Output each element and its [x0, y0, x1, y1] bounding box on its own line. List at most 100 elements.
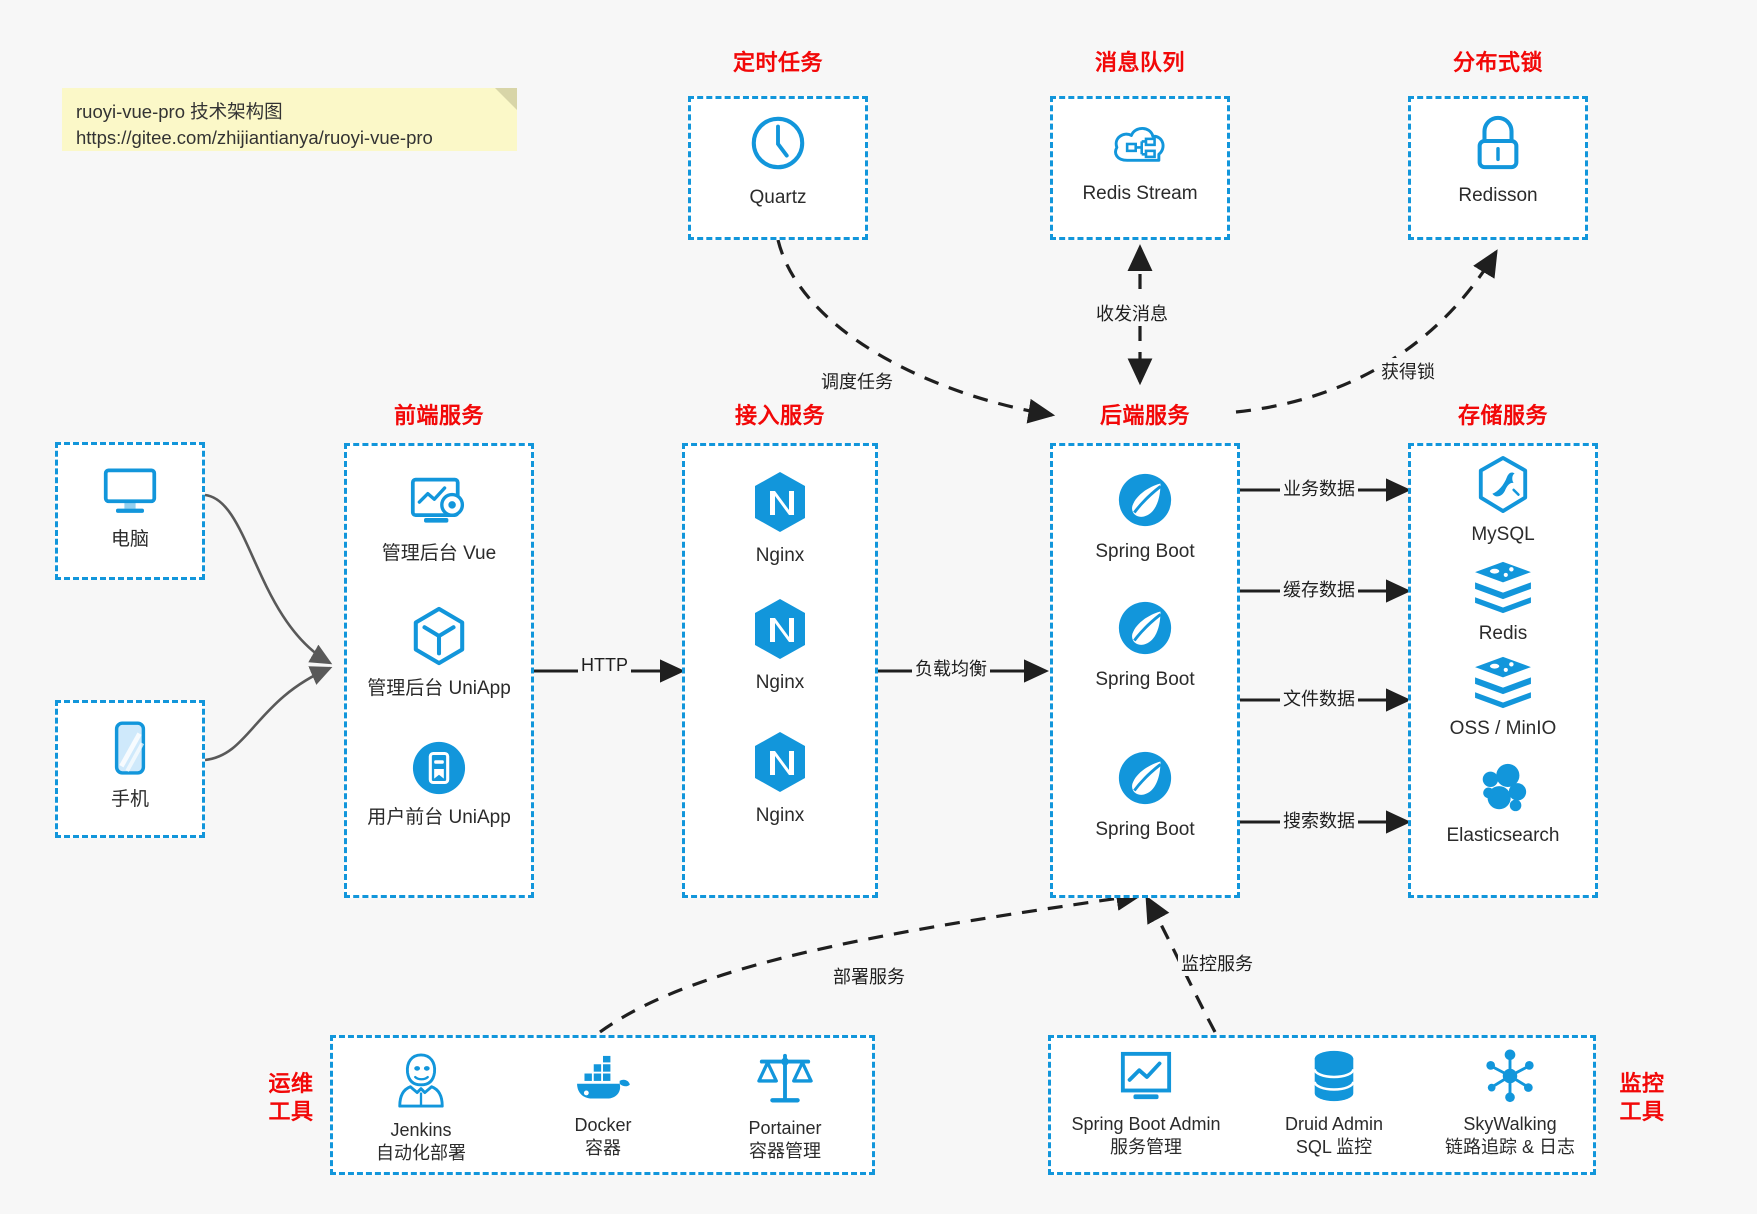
redis-stack-icon — [1475, 656, 1531, 709]
edge-label-schedule-task: 调度任务 — [818, 368, 896, 394]
edge-label-http: HTTP — [578, 655, 631, 676]
node-name: Druid Admin — [1284, 1114, 1384, 1134]
edge-label-search-data: 搜索数据 — [1280, 807, 1358, 833]
node-desc: 容器 — [585, 1138, 621, 1159]
node-label: OSS / MinIO — [1449, 718, 1557, 739]
node-label: 管理后台 UniApp — [367, 678, 511, 699]
node-spring-boot-admin[interactable]: Spring Boot Admin 服务管理 — [1048, 1050, 1244, 1160]
node-label: 管理后台 Vue — [381, 543, 497, 564]
cloud-network-icon — [1114, 127, 1165, 162]
edge-label-deploy-service: 部署服务 — [830, 963, 908, 989]
node-desktop[interactable]: 电脑 — [55, 462, 205, 553]
group-title-distributed-lock: 分布式锁 — [1452, 50, 1543, 75]
redis-stack-icon — [1475, 561, 1531, 614]
group-title-monitoring-line2: 工具 — [1619, 1098, 1665, 1124]
node-label: Spring Boot — [1095, 541, 1195, 562]
node-user-uniapp[interactable]: 用户前台 UniApp — [344, 740, 534, 831]
group-box-message-queue — [1050, 96, 1230, 240]
nginx-icon — [755, 472, 805, 532]
group-title-message-queue: 消息队列 — [1094, 50, 1185, 75]
node-label: Spring Boot — [1095, 819, 1195, 840]
node-label: Spring Boot — [1095, 669, 1195, 690]
node-redisson[interactable]: Redisson — [1408, 112, 1588, 209]
node-desc: 容器管理 — [749, 1141, 821, 1162]
note-line-title: ruoyi-vue-pro 技术架构图 — [76, 101, 283, 122]
node-name: SkyWalking — [1463, 1114, 1557, 1134]
database-stack-icon — [1313, 1050, 1355, 1102]
node-druid-admin[interactable]: Druid Admin SQL 监控 — [1244, 1048, 1424, 1160]
node-jenkins[interactable]: Jenkins 自动化部署 — [330, 1050, 512, 1166]
group-title-monitoring-line1: 监控 — [1619, 1071, 1665, 1096]
node-desc: 链路追踪 & 日志 — [1444, 1137, 1575, 1158]
node-label: Nginx — [755, 545, 805, 566]
monitor-chart-icon — [1120, 1051, 1172, 1100]
node-admin-uniapp[interactable]: 管理后台 UniApp — [344, 605, 534, 702]
node-docker[interactable]: Docker 容器 — [512, 1055, 694, 1161]
node-name: Portainer — [748, 1118, 822, 1138]
node-elasticsearch[interactable]: Elasticsearch — [1408, 760, 1598, 849]
node-label: Elasticsearch — [1446, 825, 1560, 846]
node-redis-stream[interactable]: Redis Stream — [1050, 118, 1230, 207]
padlock-icon — [1477, 115, 1519, 170]
node-label: 手机 — [110, 789, 149, 810]
node-label: 电脑 — [110, 529, 149, 550]
node-admin-vue[interactable]: 管理后台 Vue — [344, 474, 534, 567]
edge-label-file-data: 文件数据 — [1280, 685, 1358, 711]
note-fold-corner — [495, 88, 517, 110]
nginx-icon — [755, 599, 805, 659]
node-label: Redisson — [1458, 185, 1538, 206]
node-mobile[interactable]: 手机 — [55, 718, 205, 813]
diagram-note: ruoyi-vue-pro 技术架构图 https://gitee.com/zh… — [62, 88, 517, 151]
spring-boot-icon — [1118, 601, 1172, 655]
group-title-monitoring: 监控 工具 — [1606, 1070, 1678, 1125]
node-desc: 服务管理 — [1110, 1137, 1182, 1158]
group-title-frontend: 前端服务 — [393, 403, 484, 428]
node-label: Nginx — [755, 672, 805, 693]
node-portainer[interactable]: Portainer 容器管理 — [694, 1050, 876, 1164]
node-label: MySQL — [1471, 524, 1535, 545]
node-label: Redis Stream — [1082, 183, 1198, 204]
node-desc: SQL 监控 — [1295, 1137, 1373, 1158]
elasticsearch-icon — [1482, 763, 1527, 812]
edge-label-business-data: 业务数据 — [1280, 475, 1358, 501]
skywalking-node-icon — [1486, 1049, 1534, 1103]
group-title-devops-line2: 工具 — [268, 1098, 314, 1124]
edge-label-load-balance: 负载均衡 — [912, 655, 990, 681]
node-nginx-2[interactable]: Nginx — [682, 597, 878, 696]
group-title-scheduled-task: 定时任务 — [732, 50, 823, 75]
node-label: Nginx — [755, 805, 805, 826]
group-box-distributed-lock — [1408, 96, 1588, 240]
desktop-monitor-icon — [103, 468, 157, 513]
jenkins-butler-icon — [398, 1053, 444, 1108]
clock-icon — [751, 116, 805, 170]
node-name: Spring Boot Admin — [1071, 1114, 1221, 1134]
node-spring-boot-2[interactable]: Spring Boot — [1050, 598, 1240, 693]
group-title-backend: 后端服务 — [1099, 403, 1190, 428]
node-quartz[interactable]: Quartz — [688, 112, 868, 211]
node-spring-boot-1[interactable]: Spring Boot — [1050, 470, 1240, 565]
node-desc: 自动化部署 — [376, 1143, 466, 1164]
node-redis[interactable]: Redis — [1408, 560, 1598, 647]
spring-boot-icon — [1118, 473, 1172, 527]
node-skywalking[interactable]: SkyWalking 链路追踪 & 日志 — [1420, 1048, 1600, 1160]
node-spring-boot-3[interactable]: Spring Boot — [1050, 748, 1240, 843]
node-mysql[interactable]: MySQL — [1408, 455, 1598, 548]
edge-label-monitor-service: 监控服务 — [1178, 950, 1256, 976]
node-nginx-1[interactable]: Nginx — [682, 470, 878, 569]
group-title-storage: 存储服务 — [1457, 403, 1548, 428]
node-nginx-3[interactable]: Nginx — [682, 730, 878, 829]
scales-icon — [757, 1053, 813, 1103]
node-label: Quartz — [749, 187, 807, 208]
note-line-url: https://gitee.com/zhijiantianya/ruoyi-vu… — [76, 127, 433, 149]
node-oss-minio[interactable]: OSS / MinIO — [1408, 655, 1598, 742]
group-title-devops: 运维 工具 — [255, 1070, 327, 1125]
dashboard-settings-icon — [410, 477, 465, 523]
edge-label-acquire-lock: 获得锁 — [1378, 358, 1438, 384]
node-name: Docker — [574, 1115, 632, 1135]
mobile-app-icon — [412, 741, 466, 795]
edge-label-cache-data: 缓存数据 — [1280, 576, 1358, 602]
mysql-dolphin-icon — [1478, 456, 1528, 513]
node-label: 用户前台 UniApp — [367, 807, 511, 828]
smartphone-icon — [114, 721, 146, 775]
